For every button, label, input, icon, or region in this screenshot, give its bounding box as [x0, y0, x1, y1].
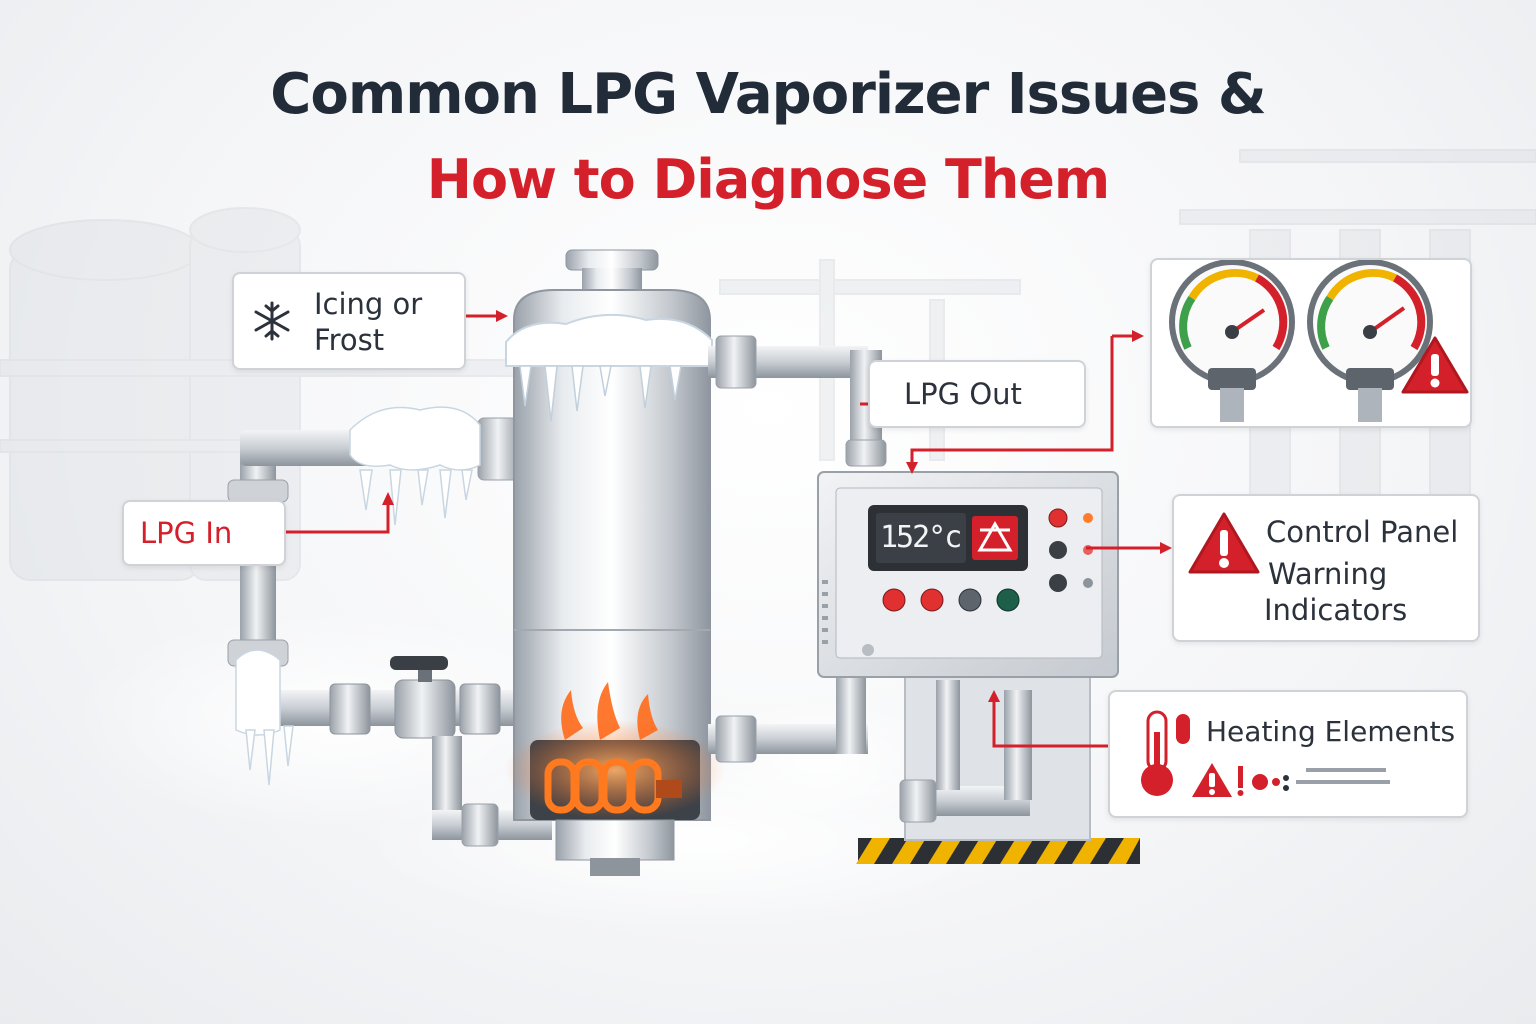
pressure-gauge-icon [1169, 260, 1433, 422]
status-dots-icon [1237, 766, 1390, 796]
control-panel-label-line1: Control Panel [1266, 515, 1459, 549]
icing-label-line1: Icing or [314, 287, 423, 321]
icing-label-line2: Frost [314, 323, 385, 357]
gauges-callout [1150, 258, 1472, 428]
heating-label: Heating Elements [1206, 715, 1456, 748]
control-panel [817, 471, 1119, 678]
snowflake-icon [254, 301, 290, 341]
control-panel-label-line2: Warning [1268, 557, 1388, 591]
page-title: Common LPG Vaporizer Issues & [270, 62, 1266, 127]
lpg-out-callout: LPG Out [868, 360, 1086, 428]
heating-callout: Heating Elements [1108, 690, 1468, 818]
vaporizer-vessel [505, 249, 725, 876]
lpg-out-label: LPG Out [904, 377, 1022, 411]
thermometer-icon [1141, 710, 1190, 796]
panel-temperature-display: 152°c [880, 520, 962, 555]
icing-callout: Icing or Frost [232, 272, 466, 370]
control-panel-callout: Control Panel Warning Indicators [1172, 494, 1480, 642]
warning-triangle-icon [1401, 336, 1469, 394]
warning-triangle-icon [1188, 512, 1260, 574]
lpg-in-callout: LPG In [122, 500, 286, 566]
page-subtitle: How to Diagnose Them [426, 148, 1110, 211]
lpg-in-label: LPG In [140, 516, 233, 550]
hazard-base [856, 838, 1140, 864]
lpg-out-pipe [708, 335, 1032, 823]
warning-triangle-icon [1192, 763, 1232, 797]
frost-buildup [235, 406, 481, 786]
control-panel-label-line3: Indicators [1264, 593, 1408, 627]
